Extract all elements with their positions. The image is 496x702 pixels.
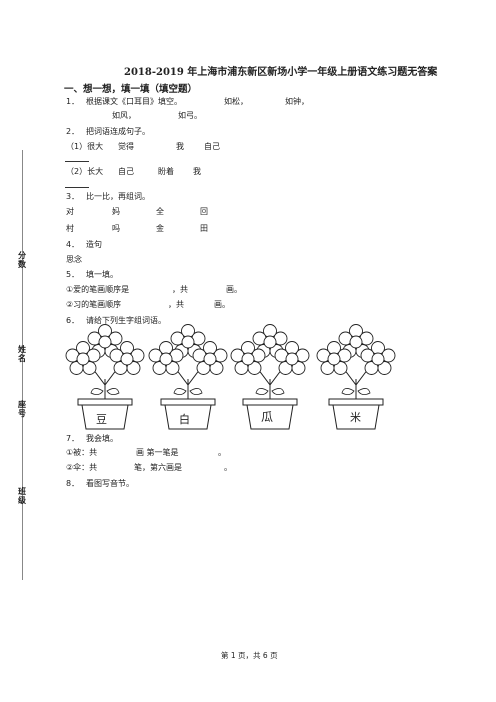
q1-text: 根据课文《口耳目》填空。 xyxy=(86,97,182,106)
q3-row1-char: 对 xyxy=(66,207,74,216)
q2-text: 把词语连成句子。 xyxy=(86,127,150,136)
q2-row2-word: （2）长大 xyxy=(66,167,104,176)
q3-row1-char: 全 xyxy=(156,207,164,216)
q7-number: 7． xyxy=(66,434,80,443)
q2-number: 2． xyxy=(66,127,80,136)
q3-row1-char: 回 xyxy=(200,207,208,216)
q3-number: 3． xyxy=(66,192,80,201)
q6-text: 请给下列生字组词语。 xyxy=(86,316,166,325)
page-footer: 第 1 页，共 6 页 xyxy=(221,651,278,660)
score-label: 分数 xyxy=(18,251,26,269)
q2-row1-word: 觉得 xyxy=(118,142,134,151)
q4-text: 造句 xyxy=(86,240,102,249)
q5-line1-a: ①爱的笔画顺序是 xyxy=(66,285,130,294)
seat-number-label: 座号 xyxy=(18,400,26,418)
q3-row2-char: 金 xyxy=(156,224,164,233)
q2-row2-word: 盼着 xyxy=(158,167,174,176)
q5-line2-a: ②习的笔画顺序 xyxy=(66,300,122,309)
q5-number: 5． xyxy=(66,270,80,279)
q1-blank-3: 如风， xyxy=(112,111,136,120)
q1-blank-4: 如弓。 xyxy=(178,111,202,120)
q8-number: 8． xyxy=(66,479,80,488)
q3-row1-char: 妈 xyxy=(112,207,120,216)
q1-number: 1． xyxy=(66,97,80,106)
q2-row1-word: 我 xyxy=(176,142,184,151)
pot-char-3: 瓜 xyxy=(261,410,274,424)
q1-blank-1: 如松， xyxy=(224,97,248,106)
q7-line2-a: ②伞：共 xyxy=(66,463,98,472)
name-label: 姓名 xyxy=(18,345,26,363)
q2-row2-word: 我 xyxy=(193,167,201,176)
q7-line1-b: 画 第一笔是 xyxy=(136,448,179,457)
q5-line1-b: ，共 xyxy=(172,285,188,294)
page-title: 2018-2019 年上海市浦东新区新场小学一年级上册语文练习题无答案 xyxy=(124,67,438,78)
pot-char-4: 米 xyxy=(350,411,361,424)
q4-word: 思念 xyxy=(66,255,82,264)
q3-text: 比一比，再组词。 xyxy=(86,192,150,201)
q2-row2-word: 自己 xyxy=(118,167,134,176)
q2-row1-word: （1）很大 xyxy=(66,142,104,151)
q7-line1-c: 。 xyxy=(218,448,226,457)
q7-line1-a: ①被：共 xyxy=(66,448,98,457)
q8-text: 看图写音节。 xyxy=(86,479,134,488)
q5-line2-b: ，共 xyxy=(168,300,184,309)
answer-line xyxy=(65,161,89,162)
q6-number: 6． xyxy=(66,316,80,325)
q7-text: 我会填。 xyxy=(86,434,118,443)
q3-row2-char: 村 xyxy=(66,224,74,233)
q5-line1-c: 画。 xyxy=(226,285,242,294)
q4-number: 4． xyxy=(66,240,80,249)
answer-line xyxy=(65,187,89,188)
pot-char-1: 豆 xyxy=(96,413,107,426)
q7-line2-c: 。 xyxy=(224,463,232,472)
q2-row1-word: 自己 xyxy=(204,142,220,151)
pot-char-2: 白 xyxy=(179,413,190,426)
class-label: 班级 xyxy=(18,487,26,505)
margin-line xyxy=(22,150,23,580)
q1-blank-2: 如钟， xyxy=(285,97,309,106)
q5-text: 填一填。 xyxy=(86,270,118,279)
q5-line2-c: 画。 xyxy=(214,300,230,309)
q7-line2-b: 笔，第六画是 xyxy=(134,463,182,472)
q3-row2-char: 田 xyxy=(200,224,208,233)
q3-row2-char: 吗 xyxy=(112,224,120,233)
section-heading: 一、想一想，填一填（填空题） xyxy=(64,84,198,95)
